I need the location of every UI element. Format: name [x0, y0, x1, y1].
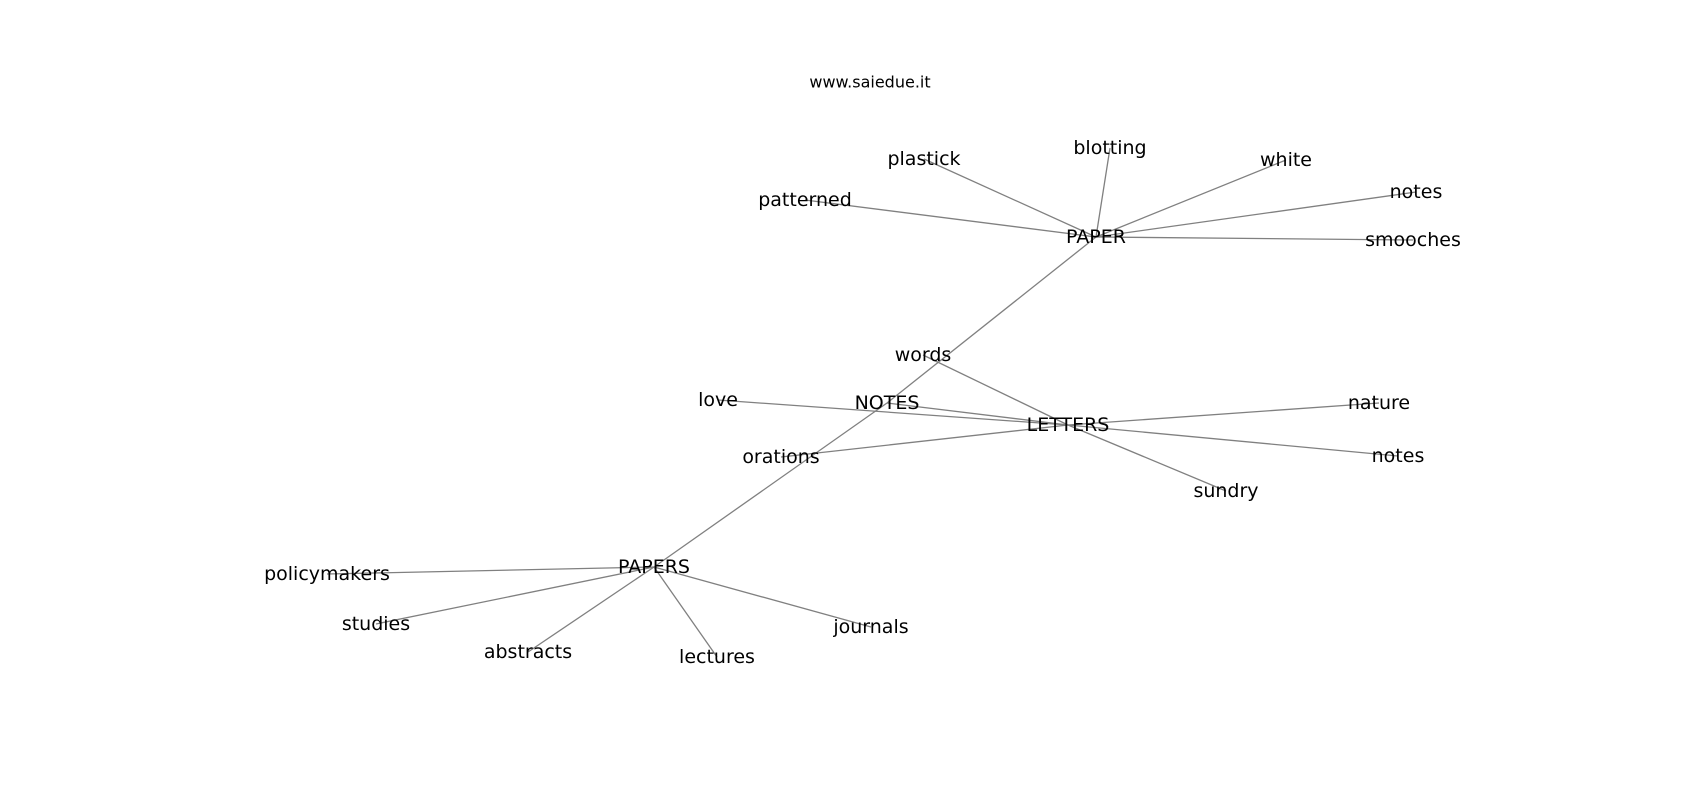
node-label-lectures: lectures — [679, 646, 755, 668]
edge-letters-orations — [780, 424, 1069, 458]
node-label-nature: nature — [1348, 392, 1410, 414]
edge-paper-smooches — [1095, 236, 1414, 241]
edge-letters-sundry — [1067, 424, 1227, 492]
node-label-words: words — [895, 344, 952, 366]
node-label-papers: PAPERS — [618, 556, 690, 578]
edge-papers-journals — [653, 566, 872, 628]
node-label-plastick: plastick — [887, 148, 960, 170]
node-label-blotting: blotting — [1073, 137, 1146, 159]
node-label-love: love — [698, 389, 738, 411]
edge-papers-studies — [375, 566, 655, 625]
edge-paper-blotting — [1095, 147, 1111, 238]
edge-notes-letters — [886, 402, 1069, 426]
node-label-notes-paper: notes — [1390, 181, 1443, 203]
node-label-smooches: smooches — [1365, 229, 1461, 251]
node-label-notes: NOTES — [855, 392, 920, 414]
edge-letters-notes_letters — [1067, 424, 1399, 457]
edge-letters-nature — [1067, 402, 1380, 426]
node-label-notes-letters: notes — [1372, 445, 1425, 467]
node-label-paper: PAPER — [1066, 226, 1126, 248]
node-label-patterned: patterned — [758, 189, 852, 211]
edge-words-letters — [922, 354, 1069, 426]
edge-papers-policymakers — [326, 566, 655, 575]
edge-paper-white — [1095, 159, 1287, 238]
edge-paper-notes — [886, 236, 1097, 404]
node-label-white: white — [1260, 149, 1312, 171]
edge-paper-patterned — [804, 199, 1097, 238]
site-url-label: www.saiedue.it — [809, 73, 930, 92]
edge-paper-notes_paper — [1095, 191, 1417, 238]
edge-papers-abstracts — [527, 566, 655, 653]
graph-nodes: PAPER patterned plastick blotting white notes… — [264, 137, 1461, 668]
edge-notes-papers — [653, 402, 888, 568]
node-label-orations: orations — [742, 446, 819, 468]
node-label-journals: journals — [832, 616, 908, 638]
edge-papers-lectures — [653, 566, 718, 658]
node-label-studies: studies — [342, 613, 410, 635]
node-label-policymakers: policymakers — [264, 563, 390, 585]
edge-paper-plastick — [923, 158, 1097, 238]
node-label-abstracts: abstracts — [484, 641, 572, 663]
edge-letters-love — [717, 399, 1069, 426]
node-label-letters: LETTERS — [1027, 414, 1110, 436]
graph-edges — [326, 147, 1417, 658]
node-label-sundry: sundry — [1193, 480, 1258, 502]
